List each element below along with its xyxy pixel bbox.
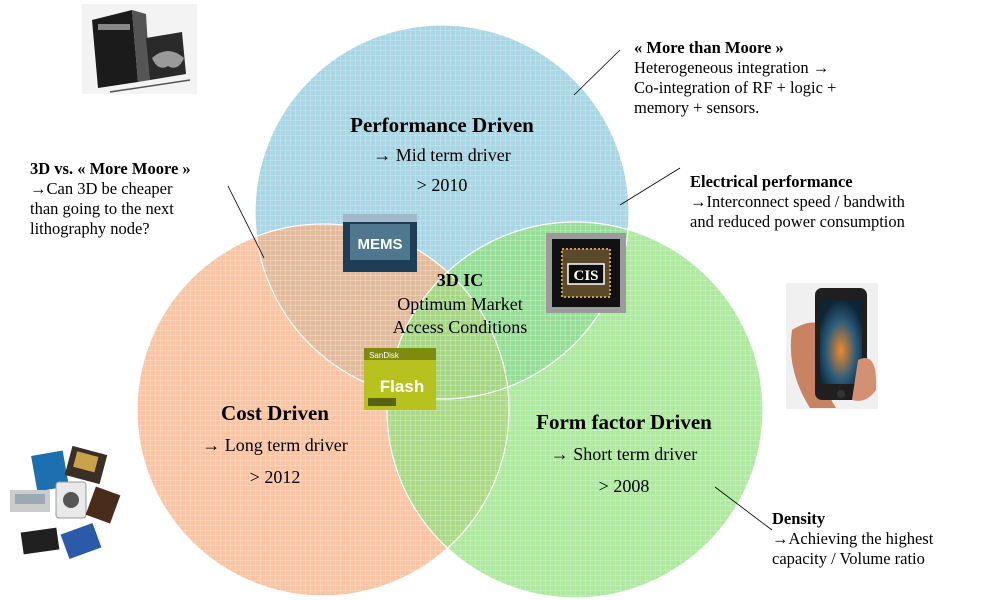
mems-label: MEMS (358, 236, 403, 253)
cis-chip: CIS (546, 233, 626, 313)
electrical-leader (619, 167, 681, 206)
cost-term: → Long term driver (202, 434, 348, 455)
more-moore-title: 3D vs. « More Moore » (30, 159, 191, 178)
electrical-line2: and reduced power consumption (690, 212, 905, 232)
cost-title: Cost Driven (221, 401, 329, 425)
electrical-note: Electrical performance →Interconnect spe… (690, 172, 905, 232)
more-moore-line3: lithography node? (30, 219, 150, 239)
center-title: 3D IC (436, 270, 484, 290)
center-line1: Optimum Market (397, 293, 523, 314)
center-block: 3D IC Optimum Market Access Conditions (370, 270, 550, 339)
performance-year: > 2010 (416, 174, 468, 195)
cost-block: Cost Driven → Long term driver > 2012 (150, 401, 400, 489)
performance-block: Performance Driven → Mid term driver > 2… (316, 113, 568, 197)
more-than-moore-title: « More than Moore » (634, 38, 784, 57)
flash-card: SanDisk Flash (364, 348, 436, 410)
more-than-moore-note: « More than Moore » Heterogeneous integr… (634, 38, 836, 119)
density-note: Density →Achieving the highest capacity … (772, 509, 933, 569)
electrical-line1: →Interconnect speed / bandwith (690, 192, 905, 212)
more-than-moore-line1: Heterogeneous integration → (634, 58, 830, 78)
cost-year: > 2012 (249, 466, 301, 487)
more-moore-line1: →Can 3D be cheaper (30, 179, 173, 199)
form-factor-term: → Short term driver (550, 443, 698, 464)
more-than-moore-line2: Co-integration of RF + logic + (634, 78, 837, 98)
form-factor-year: > 2008 (598, 475, 650, 496)
performance-circle-outline (254, 24, 630, 400)
density-line2: capacity / Volume ratio (772, 549, 925, 569)
flash-label: Flash (380, 377, 424, 396)
cost-circle-outline (136, 223, 510, 597)
form-factor-circle (387, 222, 763, 598)
density-title: Density (772, 509, 826, 528)
more-than-moore-line3: memory + sensors. (634, 98, 760, 118)
form-factor-block: Form factor Driven → Short term driver >… (488, 410, 760, 498)
performance-title: Performance Driven (350, 113, 534, 137)
more-moore-line2: than going to the next (30, 199, 174, 219)
more-moore-leader (227, 185, 265, 259)
density-line1: →Achieving the highest (772, 529, 934, 549)
cis-label: CIS (573, 268, 598, 284)
density-leader (714, 486, 773, 531)
smartphone-icon (786, 283, 878, 409)
flash-brand: SanDisk (369, 351, 400, 360)
game-console-icon (82, 4, 197, 94)
memory-devices-icon (10, 445, 121, 560)
performance-term: → Mid term driver (373, 144, 511, 165)
center-line2: Access Conditions (392, 316, 528, 337)
electrical-title: Electrical performance (690, 172, 853, 191)
more-than-moore-leader (573, 49, 621, 96)
more-moore-note: 3D vs. « More Moore » →Can 3D be cheaper… (30, 159, 191, 240)
mems-chip: MEMS (343, 214, 417, 272)
form-factor-title: Form factor Driven (536, 410, 712, 434)
